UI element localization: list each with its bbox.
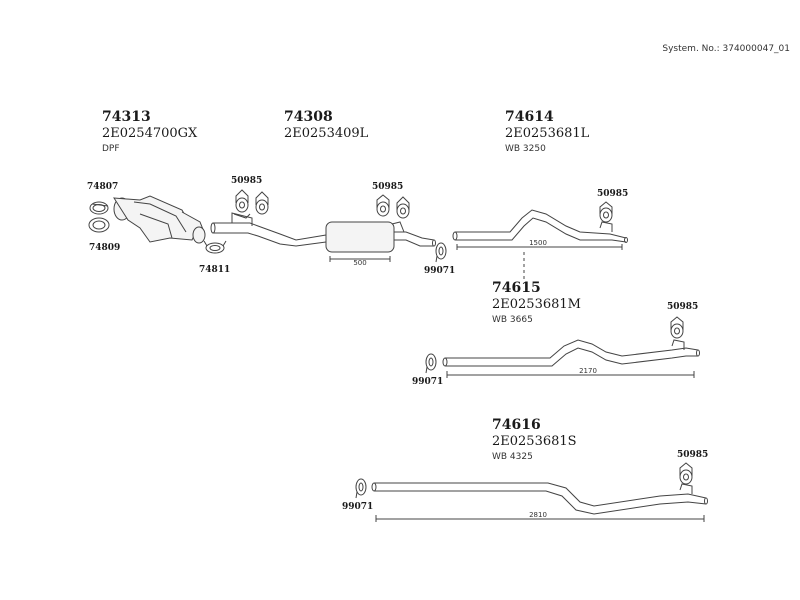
clamp-icon: [88, 217, 110, 233]
rubber-mount-icon: [233, 189, 269, 219]
part-note: DPF: [102, 144, 120, 154]
rubber-mount-icon: [679, 462, 693, 485]
clamp-icon: [89, 201, 109, 215]
part-note: WB 4325: [492, 452, 533, 462]
sealing-ring-icon: [435, 242, 447, 263]
rubber-mount-icon: [670, 316, 684, 339]
part-number: 74313: [102, 109, 151, 125]
dpf-icon: [113, 195, 206, 244]
mount-label: 50985: [677, 450, 709, 460]
oe-number: 2E0253681M: [492, 297, 581, 312]
part-note: WB 3665: [492, 315, 533, 325]
clamp-label: 74807: [87, 182, 119, 192]
oe-number: 2E0253681S: [492, 434, 577, 449]
sealing-ring-icon: [425, 353, 437, 374]
rubber-mount-icon: [376, 194, 410, 219]
ring-label: 99071: [342, 502, 374, 512]
dimension-label: 500: [353, 259, 366, 267]
middle-silencer-pipe: [210, 212, 436, 262]
part-group-middle-silencer: 74308 2E0253409L: [284, 109, 368, 142]
mount-label: 50985: [667, 302, 699, 312]
part-number: 74614: [505, 109, 554, 125]
part-number: 74615: [492, 280, 541, 296]
rubber-mount-icon: [599, 201, 613, 223]
oe-number: 2E0254700GX: [102, 126, 198, 141]
ring-label: 99071: [412, 377, 444, 387]
dimension-label: 2170: [579, 367, 597, 375]
part-group-tailpipe-1: 74614 2E0253681L WB 3250: [505, 109, 589, 156]
mount-label: 50985: [597, 189, 629, 199]
clamp-icon: [203, 240, 227, 254]
dimension-label: 2810: [529, 511, 547, 519]
dimension-label: 1500: [529, 239, 547, 247]
ring-label: 99071: [424, 266, 456, 276]
part-group-tailpipe-2: 74615 2E0253681M WB 3665: [492, 280, 581, 327]
part-note: WB 3250: [505, 144, 546, 154]
clamp-label: 74809: [89, 243, 121, 253]
part-number: 74308: [284, 109, 333, 125]
sealing-ring-icon: [355, 478, 367, 499]
part-group-tailpipe-3: 74616 2E0253681S WB 4325: [492, 417, 577, 464]
oe-number: 2E0253681L: [505, 126, 590, 141]
oe-number: 2E0253409L: [284, 126, 369, 141]
part-number: 74616: [492, 417, 541, 433]
mount-label: 50985: [231, 176, 263, 186]
mount-label: 50985: [372, 182, 404, 192]
part-group-dpf: 74313 2E0254700GX DPF: [102, 109, 197, 156]
clamp-label: 74811: [199, 265, 231, 275]
tailpipe-3: [371, 482, 708, 522]
system-number: System. No.: 374000047_01: [662, 44, 790, 54]
tailpipe-2: [442, 339, 700, 378]
tailpipe-1: [452, 209, 628, 250]
